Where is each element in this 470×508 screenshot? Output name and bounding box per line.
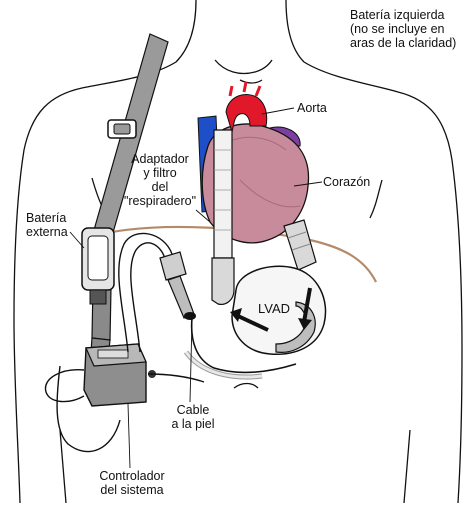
vent-adapter-filter-icon (159, 251, 196, 320)
leader-lines (69, 107, 323, 469)
external-battery-icon (81, 227, 115, 305)
controller-cables (44, 232, 205, 453)
label-system-controller: Controlador del sistema (99, 469, 165, 497)
outflow-graft (211, 129, 235, 305)
label-external-battery: Batería externa (26, 211, 68, 239)
label-vent-adapter: Adaptador y filtro del "respiradero" (123, 152, 197, 208)
flow-arrow-icon (230, 308, 269, 332)
label-heart: Corazón (323, 175, 371, 189)
label-left-battery: Batería izquierda (no se incluye en aras… (350, 8, 457, 50)
driveline-cable (190, 317, 297, 374)
strap-buckle-icon (107, 119, 137, 139)
label-skin-cable: Cable a la piel (171, 403, 215, 431)
inflow-cannula (283, 219, 317, 271)
shoulder-strap (87, 33, 169, 396)
label-aorta: Aorta (297, 101, 327, 115)
flow-arrow-icon (298, 287, 312, 330)
label-lvad: LVAD (258, 301, 291, 316)
torso-outline (13, 0, 463, 504)
system-controller-icon (83, 343, 156, 407)
aorta-icon (225, 81, 268, 134)
